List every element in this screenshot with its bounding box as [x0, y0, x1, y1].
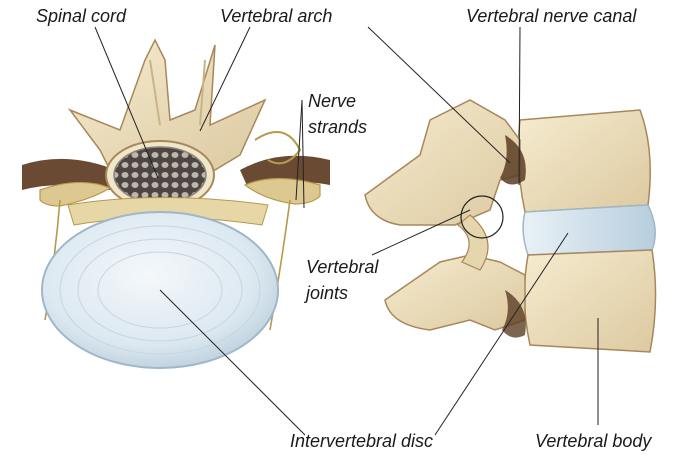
- label-vertebral-body: Vertebral body: [535, 430, 651, 452]
- posterior-elements-lower: [385, 255, 525, 330]
- intervertebral-disc-lateral: [523, 205, 655, 255]
- label-spinal-cord: Spinal cord: [36, 5, 126, 27]
- label-nerve-strands-1: Nerve: [308, 90, 356, 112]
- label-vertebral-nerve-canal: Vertebral nerve canal: [466, 5, 636, 27]
- vertebral-body-lower: [524, 250, 655, 352]
- vertebral-body-upper: [518, 110, 650, 212]
- lateral-view: [365, 100, 656, 352]
- label-intervertebral-disc: Intervertebral disc: [290, 430, 433, 452]
- nerve-root-right: [245, 179, 320, 205]
- label-nerve-strands-2: strands: [308, 116, 367, 138]
- axial-view: [22, 40, 330, 368]
- posterior-elements-upper: [365, 100, 520, 225]
- label-vertebral-joints-2: joints: [306, 282, 348, 304]
- label-vertebral-joints-1: Vertebral: [306, 256, 378, 278]
- label-vertebral-arch: Vertebral arch: [220, 5, 332, 27]
- spinal-cord-shape: [114, 147, 206, 203]
